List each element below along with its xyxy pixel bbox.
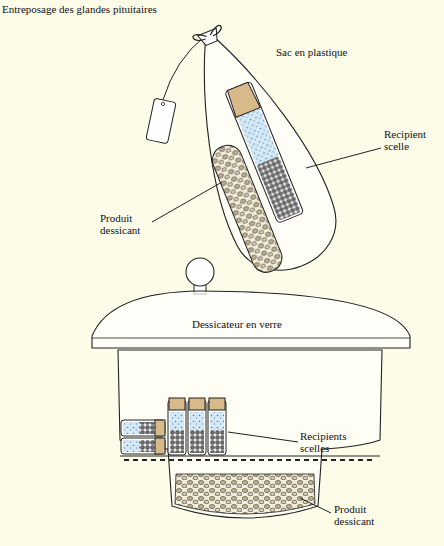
vessel: [118, 350, 382, 518]
vial-beads: [139, 422, 155, 434]
bag-tie: [192, 25, 223, 43]
lid-rim: [92, 338, 410, 339]
part-label: Recipients scelles: [300, 430, 360, 454]
bag-outline: [162, 21, 351, 285]
vial-contents: [123, 422, 139, 434]
tube-contents: [237, 108, 279, 165]
desiccator: [92, 258, 410, 518]
vial: [121, 420, 165, 436]
plate: [120, 456, 380, 457]
part-label: Sac en plastique: [276, 46, 386, 58]
part-label: Recipient scelle: [384, 128, 440, 152]
part-label: Dessicateur en verre: [192, 318, 322, 330]
cork: [155, 438, 165, 454]
standing-vials: [168, 398, 226, 455]
tag-hole: [161, 102, 164, 105]
lying-vials: [121, 420, 165, 454]
lid-knob: [186, 258, 214, 286]
vial-beads: [210, 430, 224, 453]
tag-string: [163, 36, 205, 100]
leader-line: [228, 432, 298, 442]
vial-contents: [123, 440, 139, 452]
vial-beads: [190, 430, 204, 453]
desiccant-bed: [175, 474, 315, 514]
vial-beads: [139, 440, 155, 452]
lid: [92, 291, 410, 348]
part-label: Produit dessicant: [100, 212, 156, 236]
vial-contents: [190, 412, 204, 430]
part-label: Produit dessicant: [334, 503, 390, 527]
tag: [146, 36, 205, 144]
cork: [226, 82, 261, 118]
vial-contents: [210, 412, 224, 430]
plate-holes: [124, 459, 376, 461]
desiccant-pouch: [208, 141, 286, 276]
cork: [189, 398, 205, 410]
vial: [121, 438, 165, 454]
cork: [209, 398, 225, 410]
leader-line: [152, 182, 222, 222]
bag-neck: [198, 28, 221, 47]
cork: [169, 398, 185, 410]
vial-beads: [170, 430, 184, 453]
diagram-title: Entreposage des glandes pituitaires: [2, 3, 262, 15]
tag-card: [146, 98, 176, 144]
cork: [155, 420, 165, 436]
vial-contents: [170, 412, 184, 430]
leader-line: [306, 148, 381, 168]
leader-line: [300, 498, 331, 513]
